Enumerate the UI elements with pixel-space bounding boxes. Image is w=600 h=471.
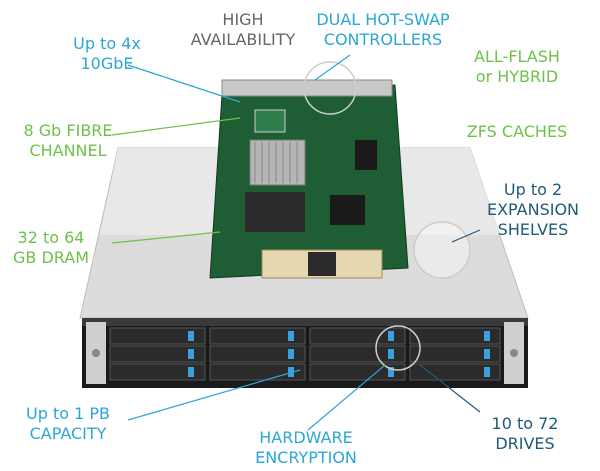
label-line: DUAL HOT-SWAP [316,10,450,29]
label-encryption: HARDWARE ENCRYPTION [246,428,366,468]
label-drives: 10 to 72 DRIVES [482,414,568,454]
label-line: ENCRYPTION [255,448,357,467]
label-line: Up to 2 [503,180,563,199]
callout-lines [111,54,481,431]
label-dual-hot-swap: DUAL HOT-SWAP CONTROLLERS [308,10,458,50]
label-expansion-shelves: Up to 2 EXPANSION SHELVES [478,180,588,240]
drive-bays [109,327,501,381]
label-line: ALL-FLASH [474,47,560,66]
label-line: 10GbE [80,54,134,73]
chip-2 [355,140,377,170]
highlight-circle-controllers [303,61,357,115]
rack-ear-left-screw [92,349,100,357]
heatsink [249,139,306,186]
label-line: CHANNEL [29,141,107,160]
label-line: Up to 4x [73,34,141,53]
label-line: ZFS CACHES [466,122,568,141]
label-dram: 32 to 64 GB DRAM [8,228,94,268]
heatsink-fins [254,142,298,183]
label-line: EXPANSION [486,200,580,219]
label-line: CAPACITY [29,424,107,443]
label-up-to-4x: Up to 4x 10GbE [62,34,152,74]
label-high-availability: HIGH AVAILABILITY [188,10,298,50]
highlight-circle-encryption [375,325,421,371]
chip-3 [254,109,286,133]
sfp-port-dark [308,252,336,276]
label-capacity: Up to 1 PB CAPACITY [16,404,120,444]
controller-bracket [221,79,393,97]
label-line: Up to 1 PB [26,404,110,423]
rack-ear-right-screw [510,349,518,357]
highlight-circle-expansion [413,221,471,279]
label-line: HIGH [222,10,264,29]
label-line: GB DRAM [13,248,89,267]
dram-modules [245,192,305,232]
label-all-flash: ALL-FLASH or HYBRID [462,47,572,87]
label-line: 8 Gb FIBRE [23,121,113,140]
label-fibre-channel: 8 Gb FIBRE CHANNEL [18,121,118,161]
controller-board [209,84,409,279]
chassis-front-rim [82,318,528,326]
label-line: DRIVES [495,434,555,453]
label-zfs-caches: ZFS CACHES [462,122,572,142]
label-line: 10 to 72 [491,414,559,433]
label-line: or HYBRID [475,67,559,86]
chip-1 [330,195,365,225]
label-line: 32 to 64 [17,228,85,247]
label-line: CONTROLLERS [323,30,443,49]
label-line: SHELVES [497,220,569,239]
label-line: HARDWARE [259,428,353,447]
label-line: AVAILABILITY [190,30,296,49]
